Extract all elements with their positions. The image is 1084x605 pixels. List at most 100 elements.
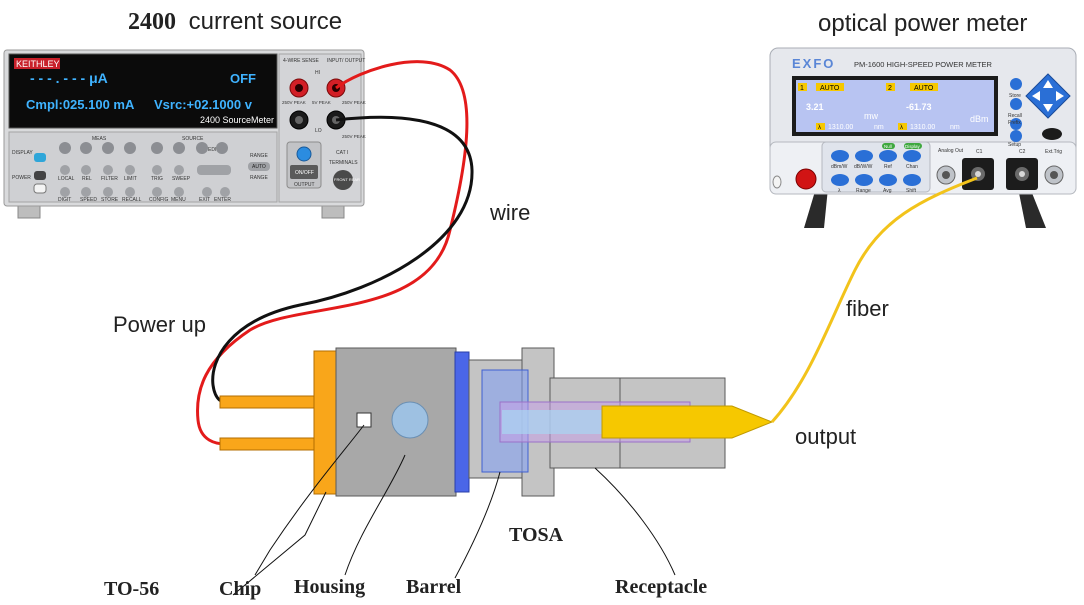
- ch2-number: 2: [888, 85, 892, 92]
- receptacle-flange: [521, 347, 555, 497]
- ch2-value: -61.73: [906, 102, 932, 112]
- keithley-model-label: 2400 SourceMeter: [200, 115, 274, 125]
- fiber-stub: [499, 401, 691, 443]
- housing-body: [335, 347, 457, 497]
- receptacle-body: [549, 377, 726, 469]
- row1-trig: TRIG: [151, 176, 163, 182]
- exfo-power-button[interactable]: [1042, 128, 1062, 140]
- exfo-model: PM-1600 HIGH-SPEED POWER METER: [854, 60, 993, 69]
- wire-label: wire: [490, 200, 531, 225]
- ch2-unit: dBm: [970, 114, 989, 124]
- barrel-flange: [454, 351, 470, 493]
- navigation-pad[interactable]: [1025, 73, 1071, 119]
- auto-label: AUTO: [252, 164, 266, 170]
- row1-limit: LIMIT: [124, 176, 137, 182]
- analog-out-label: Analog Out: [938, 148, 964, 154]
- ch1-nm: nm: [874, 124, 884, 131]
- prefix-button[interactable]: [1010, 118, 1022, 130]
- store-button[interactable]: [1010, 78, 1022, 90]
- keithley-reading: - - - . - - - μA: [30, 70, 108, 86]
- peak-left-label: 250V PEAK: [282, 100, 306, 105]
- meter-title: optical power meter: [818, 10, 1028, 37]
- ch2-mode: AUTO: [914, 85, 934, 92]
- recall-button[interactable]: [1010, 98, 1022, 110]
- row2-recall: RECALL: [122, 197, 142, 203]
- power-up-label: Power up: [113, 312, 206, 337]
- keithley-output-button[interactable]: [296, 146, 312, 162]
- ch1-mode: AUTO: [820, 85, 840, 92]
- exfo-power-meter: EXFO PM-1600 HIGH-SPEED POWER METER 1 AU…: [769, 47, 1077, 228]
- store-label: Store: [1009, 93, 1021, 99]
- tosa-label: TOSA: [509, 524, 564, 546]
- display-tag: Display: [905, 144, 921, 149]
- source-title: 2400 current source: [128, 8, 342, 36]
- ch1-lambda-symbol: λ: [818, 125, 821, 131]
- power-switch[interactable]: [34, 171, 46, 180]
- barrel-label: Barrel: [406, 576, 462, 598]
- source-label: SOURCE: [182, 136, 204, 142]
- to56-pin-top: [219, 395, 317, 409]
- ferrule: [601, 405, 774, 439]
- four-wire-label: 4-WIRE SENSE: [283, 58, 320, 64]
- leader-chip: [254, 424, 365, 576]
- range-label-top: RANGE: [250, 153, 268, 159]
- row1-sweep: SWEEP: [172, 176, 191, 182]
- to56-pin-bottom: [219, 437, 317, 451]
- to56-header: [313, 350, 339, 495]
- row2-menu: MENU: [171, 197, 186, 203]
- recall-label: Recall: [1008, 113, 1022, 119]
- row2-exit: EXIT: [199, 197, 210, 203]
- key-shift: Shift: [906, 188, 917, 194]
- keithley-output-state: OFF: [230, 71, 256, 86]
- fiber-label: fiber: [846, 296, 889, 321]
- display-label: DISPLAY: [12, 150, 33, 156]
- row2-digit: DIGIT: [58, 197, 71, 203]
- leader-housing: [344, 454, 406, 576]
- leader-barrel: [454, 471, 501, 579]
- housing-label: Housing: [294, 576, 366, 598]
- row2-config: CONFIG: [149, 197, 169, 203]
- setup-button[interactable]: [1010, 130, 1022, 142]
- row1-local: LOCAL: [58, 176, 75, 182]
- hi-label: HI: [315, 70, 320, 76]
- peak-bottom-label: 250V PEAK: [342, 134, 366, 139]
- output-label: OUTPUT: [294, 182, 315, 188]
- row2-enter: ENTER: [214, 197, 231, 203]
- on-off-label: ON/OFF: [295, 170, 314, 176]
- exfo-eject-button[interactable]: [772, 175, 782, 189]
- ch1-unit: mw: [864, 111, 878, 121]
- exfo-laser-button[interactable]: [795, 168, 817, 190]
- peak-mid-label: 5V PEAK: [312, 100, 331, 105]
- input-output-label: INPUT/ OUTPUT: [327, 58, 365, 64]
- exfo-brand: EXFO: [792, 56, 835, 71]
- key-avg: Avg: [883, 188, 892, 194]
- ch2-nm: nm: [950, 124, 960, 131]
- keithley-compliance: Cmpl:025.100 mA: [26, 97, 135, 112]
- terminals-label: TERMINALS: [329, 160, 358, 166]
- lo-label: LO: [315, 128, 322, 134]
- key-chan: Chan: [906, 164, 918, 170]
- key-ref: Ref: [884, 164, 892, 170]
- keithley-brand: KEITHLEY: [16, 59, 60, 69]
- key-dbm-w: dBm/W: [831, 164, 848, 170]
- key-range: Range: [856, 188, 871, 194]
- peak-right-label: 250V PEAK: [342, 100, 366, 105]
- row1-filter: FILTER: [101, 176, 118, 182]
- display-button[interactable]: [34, 153, 46, 162]
- row2-speed: SPEED: [80, 197, 97, 203]
- row2-store: STORE: [101, 197, 119, 203]
- cat-label: CAT I: [336, 150, 348, 156]
- to56-label: TO-56: [104, 578, 160, 600]
- prefix-label: Prefix: [1008, 120, 1021, 126]
- chip: [356, 412, 372, 428]
- key-db-w-w: dB/W/W: [854, 164, 873, 170]
- ch2-wavelength: 1310.00: [910, 124, 935, 131]
- barrel-inner: [481, 369, 529, 473]
- ch1-value: 3.21: [806, 102, 824, 112]
- meas-label: MEAS: [92, 136, 107, 142]
- keithley-sourcemeter: KEITHLEY - - - . - - - μA OFF Cmpl:025.1…: [3, 49, 366, 219]
- c2-label: C2: [1019, 149, 1026, 155]
- lens: [391, 401, 429, 439]
- source-title-text: current source: [188, 8, 343, 35]
- ext-trig-label: Ext.Trig: [1045, 149, 1062, 155]
